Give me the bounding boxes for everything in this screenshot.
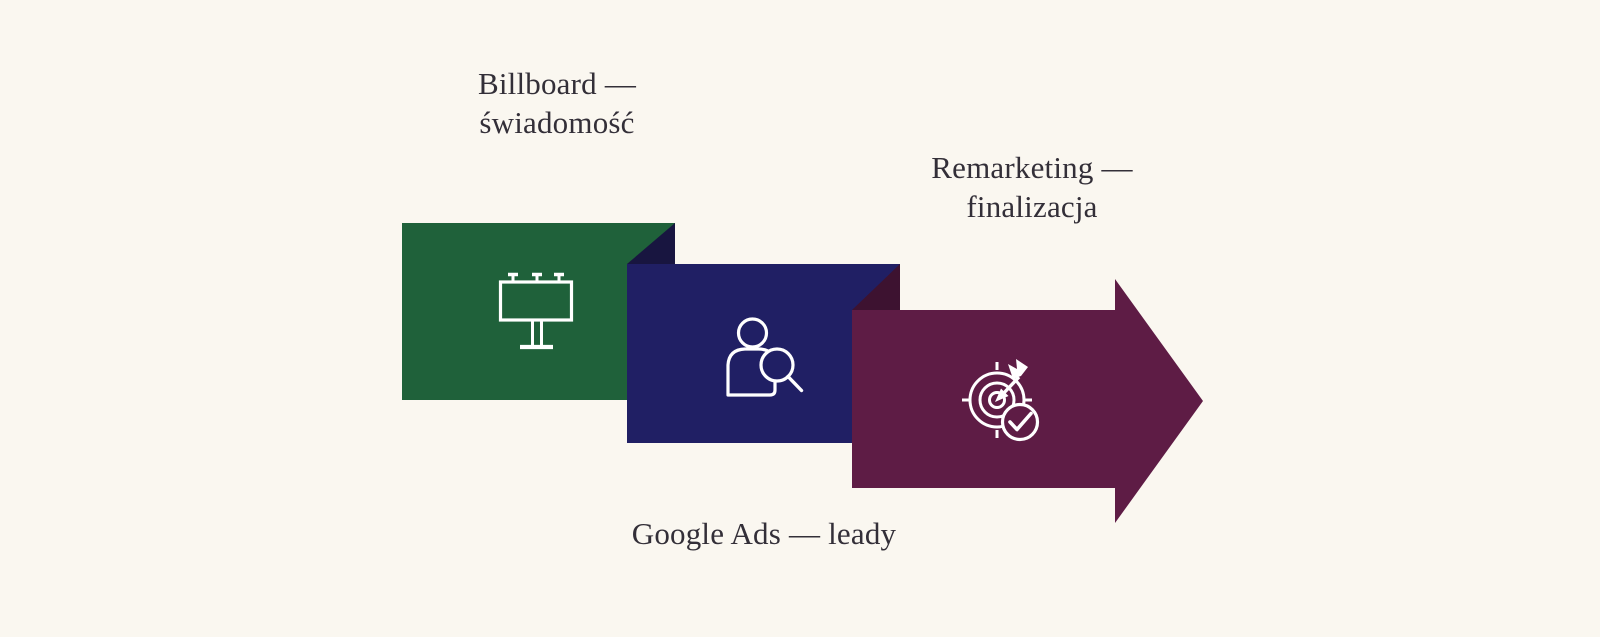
label-billboard-line1: Billboard — — [477, 66, 637, 101]
label-billboard: Billboard — świadomość — [397, 64, 717, 142]
label-billboard-line2: świadomość — [479, 105, 635, 140]
dart-fletching — [1008, 359, 1028, 379]
billboard-icon — [498, 272, 574, 350]
target-check-icon — [962, 359, 1040, 442]
person-search-icon — [726, 317, 804, 397]
dart-head — [995, 388, 1009, 402]
label-google-ads: Google Ads — leady — [604, 514, 924, 553]
magnifier-glass — [759, 347, 795, 383]
check-circle — [1000, 402, 1040, 442]
fold-remarketing — [852, 264, 900, 310]
label-google-ads-line1: Google Ads — leady — [631, 516, 897, 551]
label-remarketing-line2: finalizacja — [966, 189, 1098, 224]
label-remarketing-line1: Remarketing — — [931, 150, 1133, 185]
fold-google-ads — [627, 223, 675, 264]
label-remarketing: Remarketing — finalizacja — [872, 148, 1192, 226]
